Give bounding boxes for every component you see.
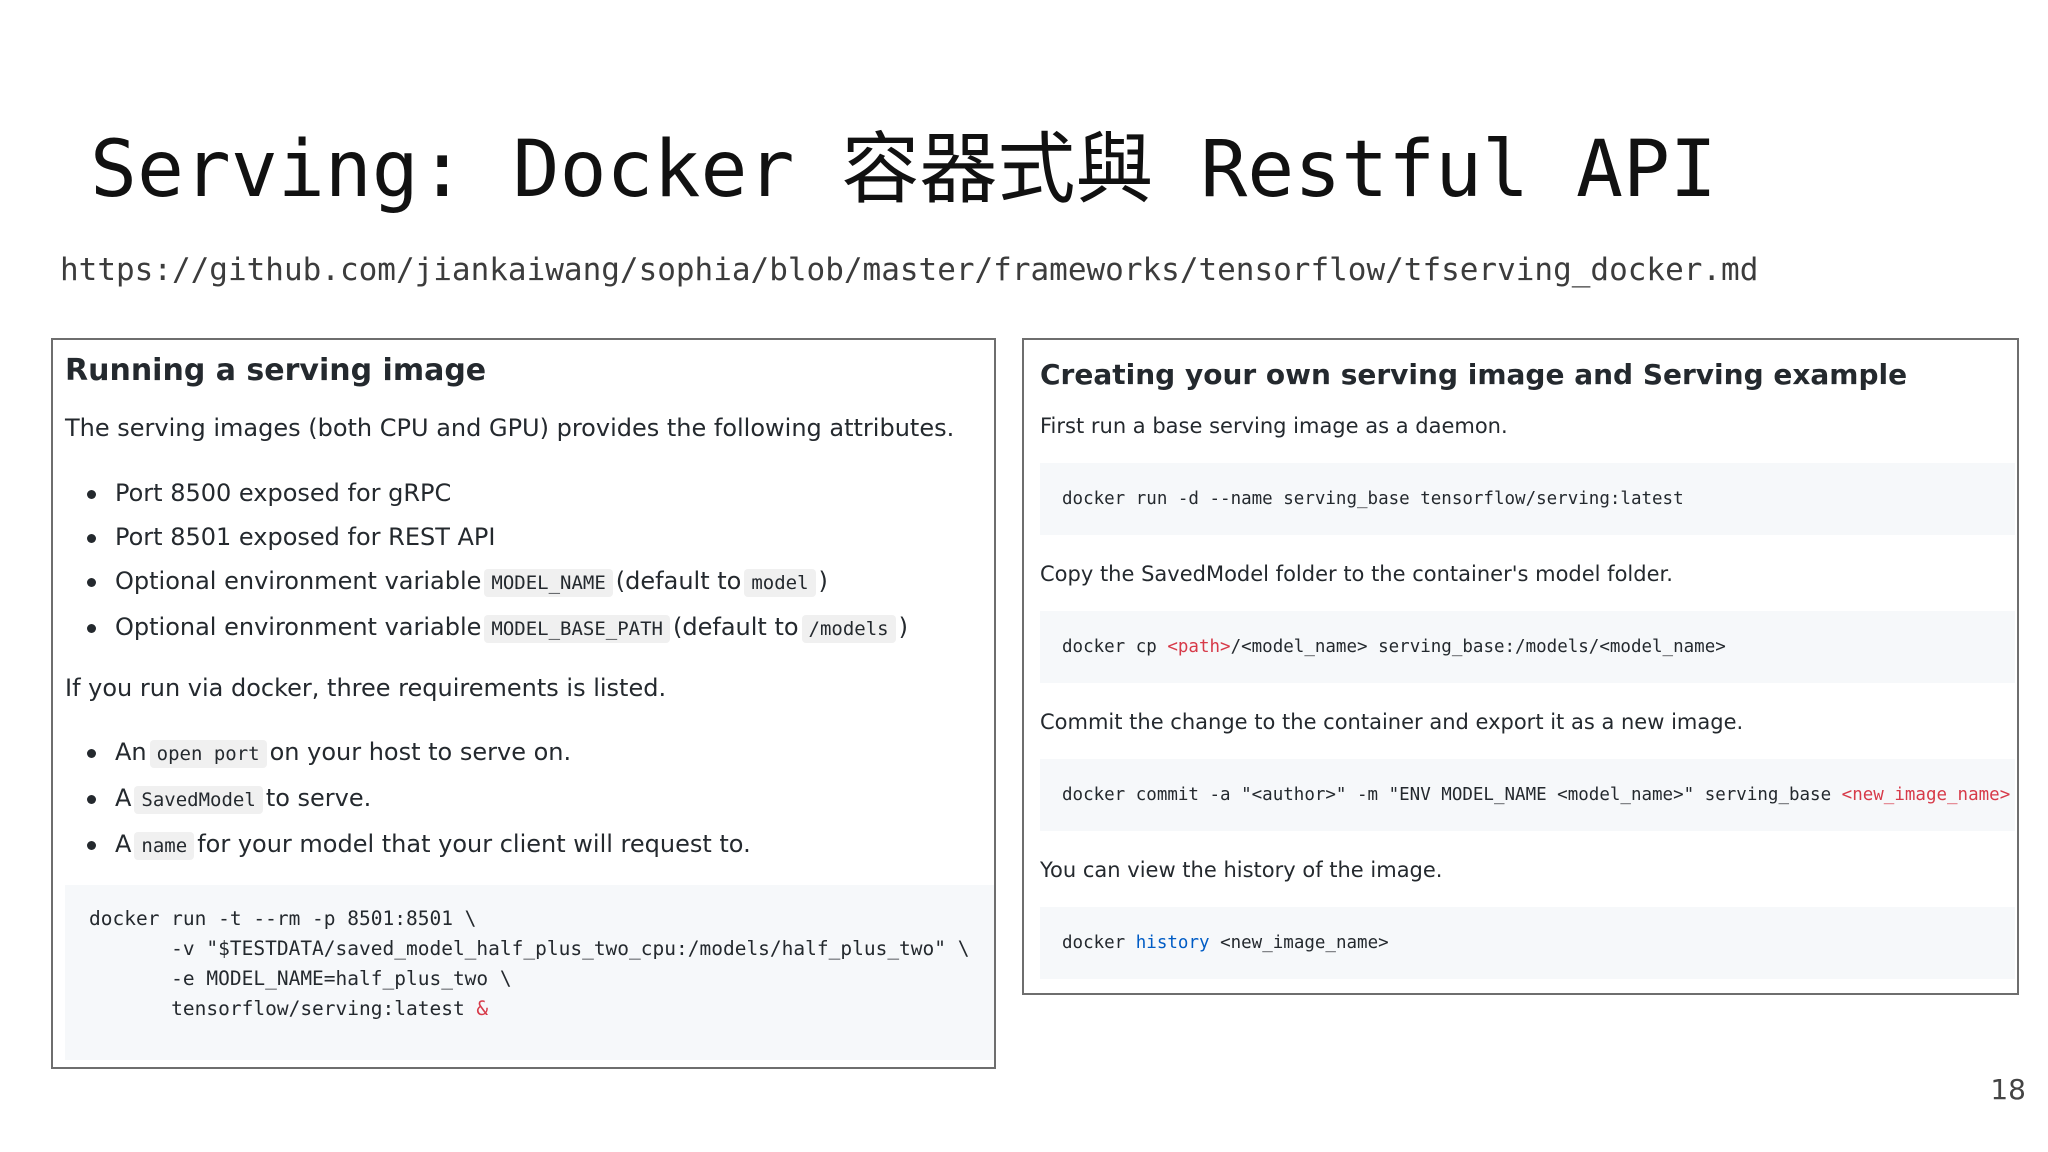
list-item: Port 8500 exposed for gRPC — [53, 471, 908, 515]
inline-code: MODEL_BASE_PATH — [484, 615, 670, 643]
running-serving-image-panel: Running a serving image The serving imag… — [51, 338, 996, 1069]
step-text: You can view the history of the image. — [1040, 858, 1443, 882]
inline-code: /models — [801, 615, 896, 643]
step-text: Commit the change to the container and e… — [1040, 710, 1744, 734]
panel-heading: Running a serving image — [65, 353, 487, 388]
code-block: docker cp <path>/<model_name> serving_ba… — [1040, 611, 2015, 683]
inline-code: open port — [149, 740, 267, 768]
custom-serving-image-panel: Creating your own serving image and Serv… — [1022, 338, 2019, 995]
source-url[interactable]: https://github.com/jiankaiwang/sophia/bl… — [60, 252, 1759, 288]
code-token: & — [476, 997, 489, 1020]
code-block: docker commit -a "<author>" -m "ENV MODE… — [1040, 759, 2015, 831]
requirements-intro: If you run via docker, three requirement… — [65, 674, 667, 702]
slide-number: 18 — [1990, 1073, 2026, 1106]
slide-title: Serving: Docker 容器式與 Restful API — [90, 125, 1717, 215]
inline-code: MODEL_NAME — [484, 569, 613, 597]
step-text: Copy the SavedModel folder to the contai… — [1040, 562, 1673, 586]
inline-code: model — [744, 569, 816, 597]
docker-run-code-block: docker run -t --rm -p 8501:8501 \ -v "$T… — [65, 885, 994, 1060]
attributes-intro: The serving images (both CPU and GPU) pr… — [65, 414, 955, 442]
code-token: <new_image_name> — [1841, 785, 2011, 805]
code-token: <path> — [1167, 637, 1231, 657]
code-line: docker run -t --rm -p 8501:8501 \ — [89, 907, 477, 930]
attributes-list: Port 8500 exposed for gRPC Port 8501 exp… — [53, 471, 908, 651]
code-line: -e MODEL_NAME=half_plus_two \ — [89, 967, 512, 990]
list-item: Port 8501 exposed for REST API — [53, 515, 908, 559]
code-token: history — [1135, 933, 1210, 953]
code-block: docker history <new_image_name> — [1040, 907, 2015, 979]
code-line: tensorflow/serving:latest & — [89, 997, 489, 1020]
inline-code: SavedModel — [134, 786, 263, 814]
code-block: docker run -d --name serving_base tensor… — [1040, 463, 2015, 535]
code-line: -v "$TESTDATA/saved_model_half_plus_two_… — [89, 937, 970, 960]
inline-code: name — [134, 832, 195, 860]
step-text: First run a base serving image as a daem… — [1040, 414, 1508, 438]
panel-heading: Creating your own serving image and Serv… — [1040, 358, 1908, 391]
